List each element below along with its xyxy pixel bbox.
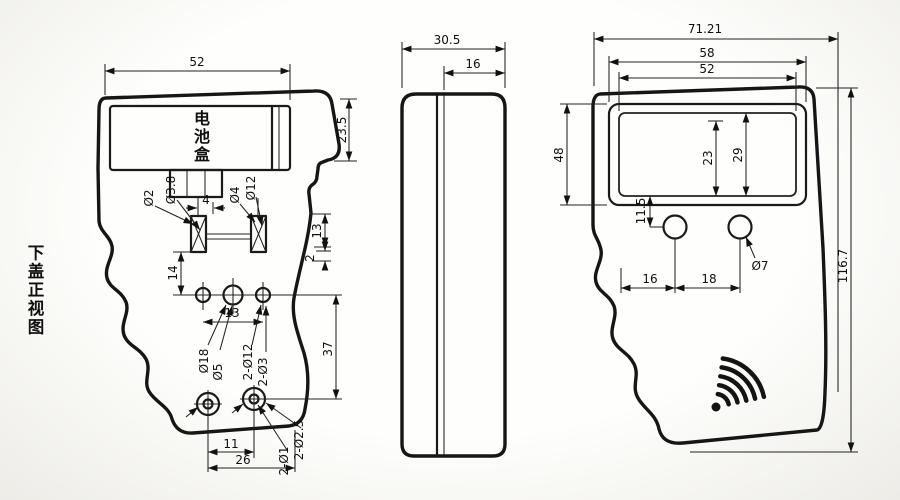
side-view: 30.5 16	[400, 33, 507, 458]
display-window-inner	[618, 112, 797, 197]
svg-text:11: 11	[223, 437, 238, 451]
svg-text:2-Ø12: 2-Ø12	[241, 344, 255, 381]
left-view-outline	[96, 89, 341, 435]
svg-text:Ø7: Ø7	[751, 259, 768, 273]
front-view: 71.21 58 52 48 29	[552, 22, 858, 453]
dim-center-boss-labels: Ø18 Ø5	[197, 304, 233, 381]
bottom-boss-right	[240, 385, 268, 413]
dim-center-span: 13	[203, 306, 263, 326]
dim-front-width: 71.21	[593, 22, 839, 392]
svg-text:Ø4: Ø4	[228, 186, 242, 203]
svg-text:11.5: 11.5	[634, 198, 648, 225]
dim-left-width: 52	[104, 55, 291, 100]
leader-arrow	[231, 403, 244, 414]
boss-circle-center	[222, 284, 244, 306]
dim-window-inner-height: 23	[701, 120, 723, 196]
svg-text:13: 13	[310, 223, 324, 238]
svg-text:2-Ø1: 2-Ø1	[277, 446, 291, 475]
svg-text:52: 52	[699, 62, 714, 76]
svg-text:Ø2: Ø2	[142, 189, 156, 206]
leader-arrow	[185, 406, 199, 418]
dim-window-width: 58	[608, 46, 807, 102]
boss-circle	[254, 286, 272, 304]
left-view: 52 23.5 Ø2 Ø3.8 Ø4 Ø12 4	[96, 55, 357, 476]
svg-text:16: 16	[465, 57, 480, 71]
button-left	[662, 214, 688, 240]
display-window-outer	[607, 102, 808, 207]
svg-text:2-Ø2.5: 2-Ø2.5	[292, 420, 306, 461]
svg-text:23: 23	[701, 150, 715, 165]
svg-text:23.5: 23.5	[335, 117, 349, 144]
dim-total-height: 116.7	[690, 87, 858, 453]
svg-text:29: 29	[731, 147, 745, 162]
battery-connector	[168, 168, 224, 199]
svg-text:Ø3.8: Ø3.8	[164, 176, 178, 205]
dim-boss-drop: 37	[268, 294, 342, 400]
dim-rib-thickness: 2	[303, 241, 331, 271]
svg-text:52: 52	[189, 55, 204, 69]
svg-text:18: 18	[701, 272, 716, 286]
svg-text:30.5: 30.5	[434, 33, 461, 47]
svg-text:2: 2	[303, 254, 317, 262]
dim-screw-hole-labels: 2-Ø2.5 2-Ø1	[257, 402, 306, 476]
dim-head-height: 23.5	[334, 98, 357, 162]
svg-text:Ø5: Ø5	[211, 363, 225, 380]
boss-circle	[194, 286, 212, 304]
dim-post-labels: Ø2 Ø3.8 Ø4 Ø12	[142, 176, 264, 231]
dim-pair-boss-labels: 2-Ø12 2-Ø3	[241, 304, 270, 387]
dim-screw-pitch: 11 26	[207, 412, 296, 472]
svg-text:4: 4	[202, 193, 210, 207]
svg-text:16: 16	[642, 272, 657, 286]
dim-post-gap: 4	[186, 193, 225, 214]
dim-button-drop: 11.5	[634, 196, 664, 228]
dim-button-dia: Ø7	[745, 236, 769, 273]
svg-text:Ø12: Ø12	[244, 176, 258, 201]
dim-head-height-front: 48	[552, 103, 607, 206]
svg-text:58: 58	[699, 46, 714, 60]
svg-text:48: 48	[552, 147, 566, 162]
view-title: 下盖正视图	[25, 244, 44, 337]
battery-box-label: 电池盒	[191, 110, 210, 164]
dim-depth: 30.5	[401, 33, 506, 88]
front-view-outline	[591, 85, 828, 445]
svg-text:116.7: 116.7	[836, 249, 850, 283]
dim-boss-offset: 14	[166, 251, 195, 296]
svg-text:13: 13	[224, 306, 239, 320]
speaker-icon	[711, 356, 767, 412]
dim-window-inner-width: 52	[618, 62, 797, 111]
svg-text:71.21: 71.21	[688, 22, 722, 36]
dim-cover-depth: 16	[443, 57, 505, 90]
bottom-boss-left	[194, 390, 222, 418]
dim-window-height: 29	[731, 113, 750, 196]
button-right	[727, 214, 753, 240]
screw-post-right	[249, 198, 268, 254]
svg-text:37: 37	[321, 341, 335, 356]
dim-rib-height: 13	[310, 213, 331, 248]
side-view-outline	[400, 92, 507, 458]
svg-text:2-Ø3: 2-Ø3	[256, 357, 270, 386]
svg-text:26: 26	[235, 453, 250, 467]
svg-text:Ø18: Ø18	[197, 349, 211, 374]
dim-button-spacing: 16 18	[620, 239, 741, 293]
svg-text:14: 14	[166, 265, 180, 280]
